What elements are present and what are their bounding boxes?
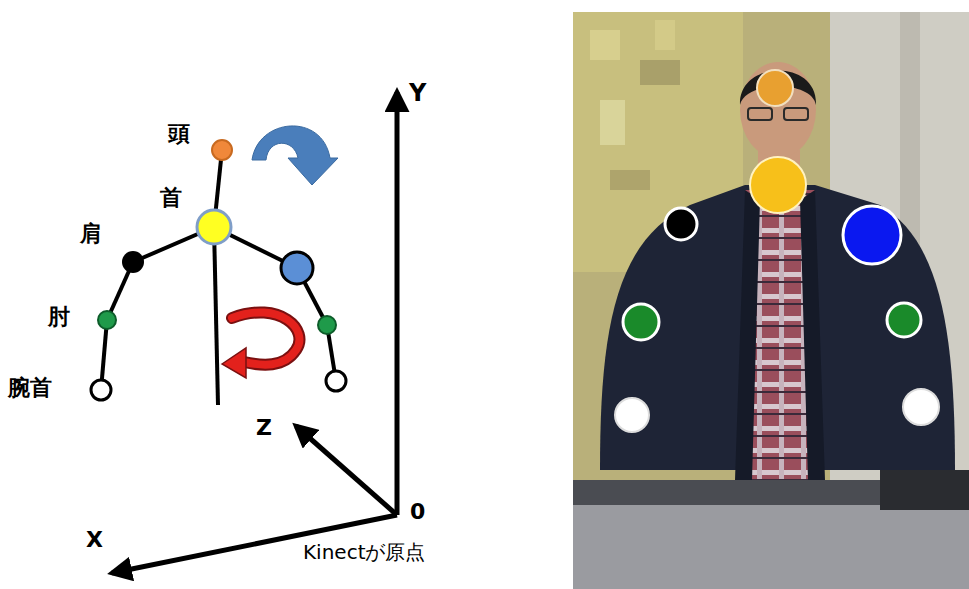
twist-arrow	[222, 312, 299, 378]
axes	[112, 92, 397, 573]
origin-label: 0	[410, 500, 425, 524]
photo	[573, 12, 969, 589]
joint-label: 肩	[80, 222, 102, 246]
axis-label: Y	[409, 80, 426, 106]
axis-label: X	[86, 528, 103, 552]
axis-label: Z	[256, 416, 272, 440]
rotation-arrow	[252, 126, 338, 185]
joint-label: 肘	[48, 305, 70, 329]
joint-label: 頭	[168, 122, 190, 146]
origin-note: Kinectが原点	[303, 541, 426, 563]
joint-label: 腕首	[8, 376, 52, 400]
skeleton	[101, 150, 336, 405]
joint-label: 首	[160, 186, 182, 210]
